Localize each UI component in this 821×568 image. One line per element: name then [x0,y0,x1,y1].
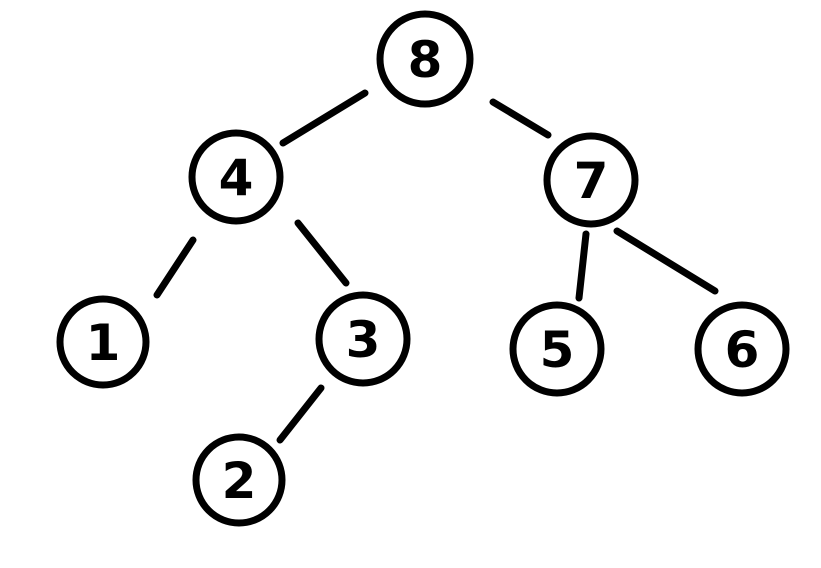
node-2-label: 2 [222,452,257,510]
edge-7-6 [613,227,719,295]
node-5-circle [509,301,605,397]
edge-4-3 [294,219,350,287]
node-1-circle [56,295,150,389]
node-7-label: 7 [574,152,609,210]
node-2-circle [192,433,286,527]
edge-7-5 [575,230,590,302]
edge-3-2 [276,384,325,444]
edge-4-1 [153,236,197,299]
node-1: 1 [56,295,150,389]
node-8-circle [376,10,474,108]
node-8-label: 8 [408,31,443,89]
node-4-circle [188,129,284,225]
node-1-label: 1 [86,314,121,372]
node-4: 4 [188,129,284,225]
node-7: 7 [543,132,639,228]
node-6-circle [694,301,790,397]
node-5-label: 5 [540,321,575,379]
edge-8-7 [489,98,552,139]
node-3-label: 3 [346,311,381,369]
node-6: 6 [694,301,790,397]
node-5: 5 [509,301,605,397]
node-8: 8 [376,10,474,108]
node-6-label: 6 [725,321,760,379]
node-4-label: 4 [219,149,254,207]
edge-8-4 [279,89,369,147]
node-3: 3 [315,291,411,387]
node-2: 2 [192,433,286,527]
node-3-circle [315,291,411,387]
node-7-circle [543,132,639,228]
